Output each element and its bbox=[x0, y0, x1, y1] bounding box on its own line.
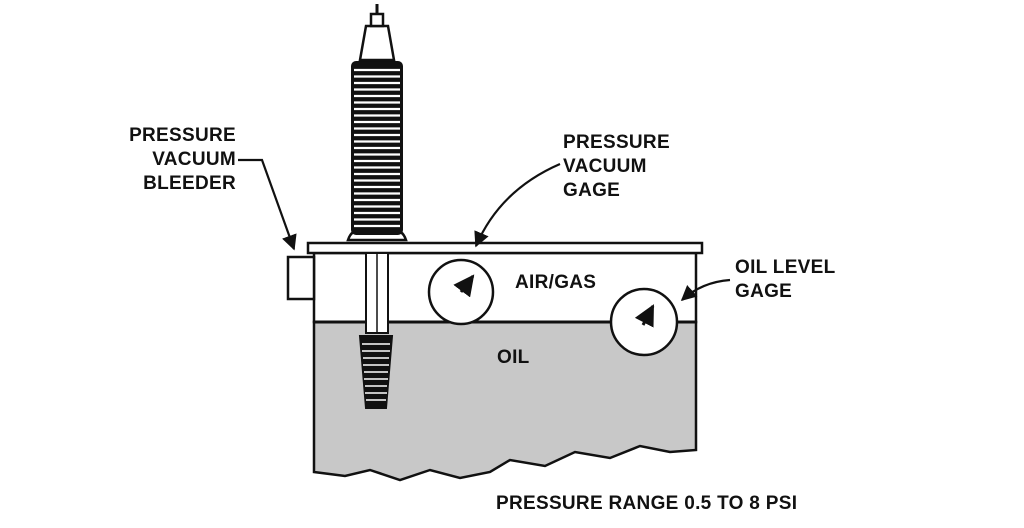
pressure-range-label: PRESSURE RANGE 0.5 TO 8 PSI bbox=[496, 493, 798, 514]
gage-label: PRESSURE VACUUM GAGE bbox=[563, 131, 670, 203]
bleeder-label: PRESSURE VACUUM BLEEDER bbox=[100, 124, 236, 196]
bleeder-label-line-1: PRESSURE bbox=[129, 125, 236, 146]
oil-level-gage-label-line-1: OIL LEVEL bbox=[735, 257, 836, 278]
oil-level-gage-label-line-2: GAGE bbox=[735, 281, 793, 302]
bushing-sheds bbox=[351, 61, 403, 235]
oil-region bbox=[312, 320, 698, 482]
bleeder-label-line-3: BLEEDER bbox=[143, 173, 236, 194]
oil-level-leader bbox=[680, 278, 731, 302]
pressure-vacuum-gage-dial bbox=[427, 258, 495, 326]
gage-leader bbox=[474, 162, 561, 248]
gage-label-line-3: GAGE bbox=[563, 180, 621, 201]
bushing-terminal bbox=[369, 12, 385, 28]
bleeder-label-line-2: VACUUM bbox=[152, 149, 236, 170]
tank-cover bbox=[306, 241, 704, 255]
air-gas-label: AIR/GAS bbox=[515, 272, 597, 293]
bleeder-box bbox=[286, 255, 316, 301]
oil-label: OIL bbox=[497, 347, 530, 368]
gage-label-line-1: PRESSURE bbox=[563, 132, 670, 153]
oil-level-gage-label: OIL LEVEL GAGE bbox=[735, 256, 836, 304]
bushing-top-cap bbox=[358, 24, 396, 62]
gage-label-line-2: VACUUM bbox=[563, 156, 647, 177]
bleeder-leader bbox=[238, 158, 297, 251]
oil-level-gage-dial bbox=[609, 287, 679, 357]
